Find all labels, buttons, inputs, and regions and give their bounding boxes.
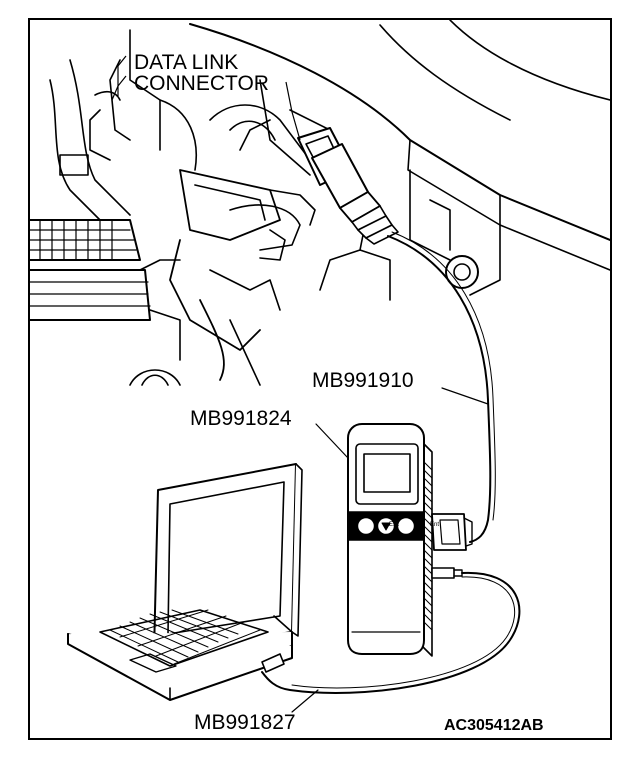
label-interface-mb991824: MB991824	[190, 407, 292, 430]
interface-unit	[347, 423, 473, 657]
label-cable-mb991827: MB991827	[194, 711, 296, 734]
diagnostic-plug	[311, 143, 399, 245]
label-data-link-line2: CONNECTOR	[134, 72, 269, 95]
leader-mb991910	[441, 387, 489, 405]
device-button-ent: Ent	[430, 522, 440, 528]
cable-mb991827	[261, 571, 521, 694]
illustration	[30, 20, 610, 713]
device-button-esc: Esc	[389, 522, 400, 528]
leader-mb991824	[315, 423, 349, 459]
figure-frame: DATA LINK CONNECTOR MB991910 MB991824 MB…	[28, 18, 612, 740]
laptop-computer	[67, 463, 303, 701]
label-data-link-line1: DATA LINK	[134, 51, 239, 74]
label-cable-mb991910: MB991910	[312, 369, 414, 392]
engine-bay-drawing	[30, 20, 610, 386]
label-figure-code: AC305412AB	[444, 717, 544, 734]
leader-mb991827	[291, 689, 319, 713]
cable-mb991910	[387, 235, 492, 543]
